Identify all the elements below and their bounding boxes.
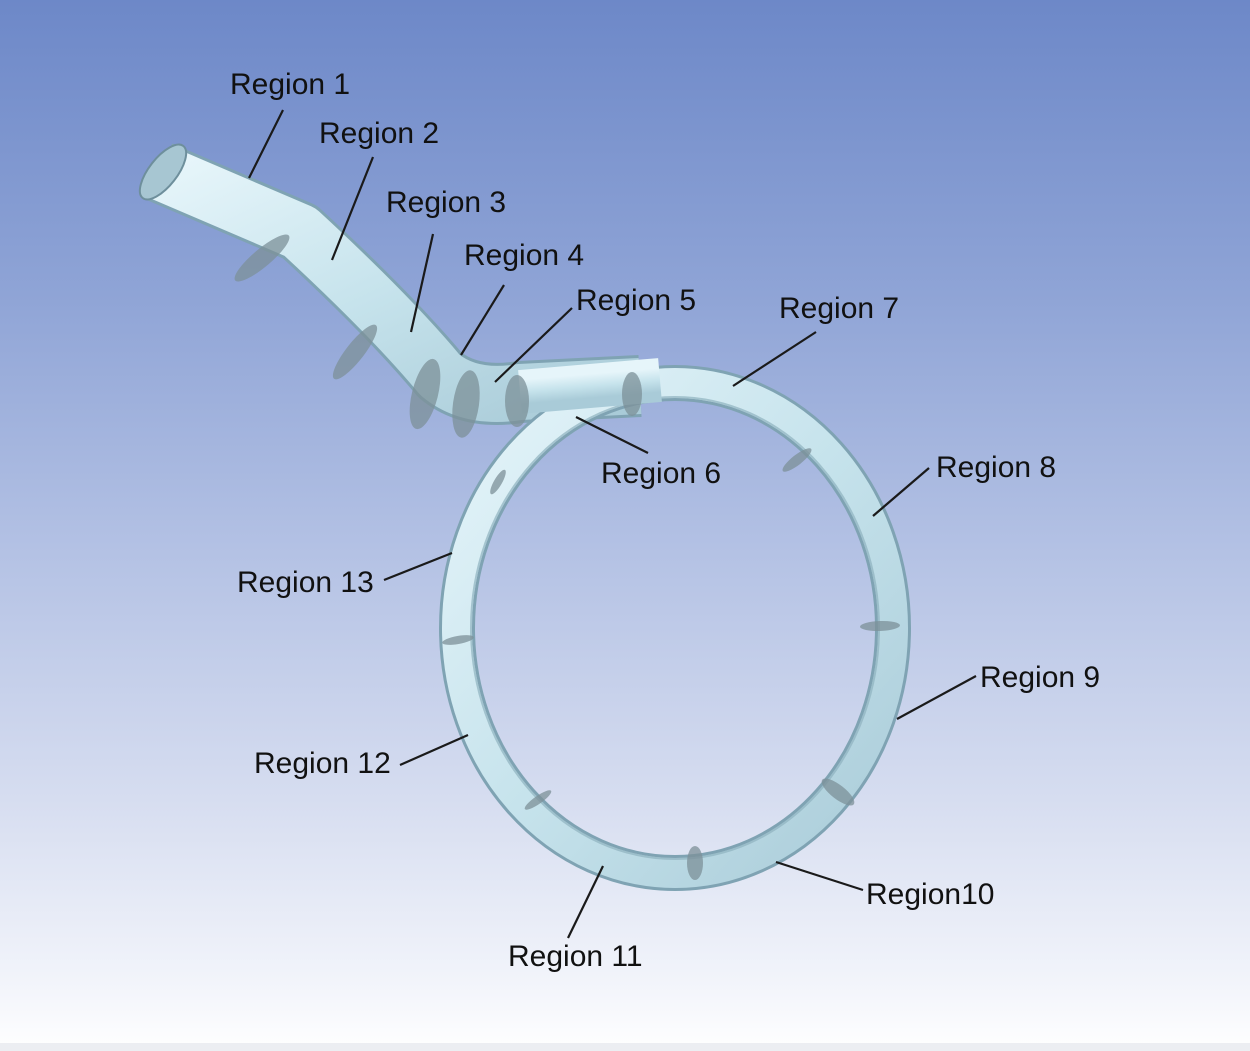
inlet-opening xyxy=(138,143,188,201)
leader-region-12 xyxy=(399,733,469,767)
label-region-12: Region 12 xyxy=(254,747,391,780)
label-region-7: Region 7 xyxy=(779,292,900,325)
leader-region-4 xyxy=(460,284,505,356)
leader-lines xyxy=(248,109,977,939)
leader-region-6 xyxy=(575,416,649,454)
bottom-edge-band xyxy=(0,1043,1250,1051)
label-region-5: Region 5 xyxy=(576,284,697,317)
label-region-2: Region 2 xyxy=(319,117,440,150)
leader-region-5 xyxy=(494,307,573,383)
leader-region-10 xyxy=(775,860,864,892)
label-region-6: Region 6 xyxy=(601,457,722,490)
leader-region-11 xyxy=(567,865,604,939)
label-region-4: Region 4 xyxy=(464,239,585,272)
leader-region-3 xyxy=(409,233,435,333)
label-region-13: Region 13 xyxy=(237,566,374,599)
label-region-1: Region 1 xyxy=(230,68,351,101)
leader-region-8 xyxy=(872,467,930,517)
leader-region-2 xyxy=(330,156,375,261)
label-region-3: Region 3 xyxy=(386,186,507,219)
label-region-9: Region 9 xyxy=(980,661,1101,694)
leader-region-7 xyxy=(732,331,817,387)
label-region-11: Region 11 xyxy=(508,940,643,973)
label-region-8: Region 8 xyxy=(936,451,1057,484)
leader-region-9 xyxy=(896,675,977,720)
region-dividers xyxy=(234,234,900,880)
leader-region-13 xyxy=(383,551,453,582)
label-region-10: Region10 xyxy=(866,878,995,911)
leader-region-1 xyxy=(248,109,284,179)
